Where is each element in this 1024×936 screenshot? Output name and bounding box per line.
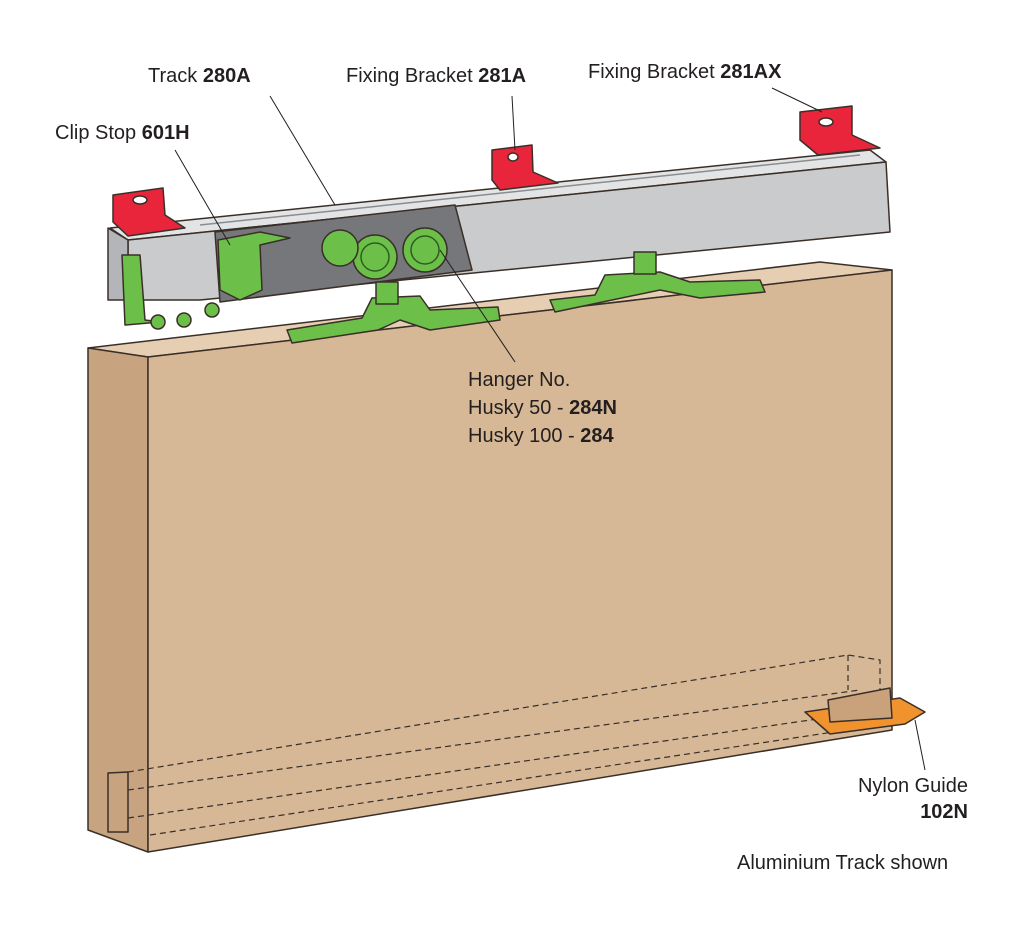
leader-lines <box>174 87 926 771</box>
hidden-groove <box>127 654 881 836</box>
label-fixing-bracket-281ax: Fixing Bracket 281AX <box>588 61 782 83</box>
label-hanger: Hanger No. Husky 50 - 284N Husky 100 - 2… <box>468 369 617 447</box>
hanger-bolt-1 <box>375 281 399 305</box>
bracket-281a <box>491 144 559 191</box>
hanger-bolt-2 <box>633 251 657 275</box>
clip-stop <box>217 231 291 301</box>
hangers <box>121 227 766 344</box>
wheel-1 <box>352 234 398 280</box>
footnote: Aluminium Track shown <box>737 852 949 874</box>
bracket-281ax <box>799 105 881 156</box>
label-nylon-guide: Nylon Guide 102N <box>857 775 968 823</box>
bracket-601-left <box>112 187 186 237</box>
label-track: Track 280A <box>148 65 251 87</box>
hanger-plate-1 <box>286 295 501 344</box>
label-clip-stop: Clip Stop 601H <box>55 122 190 144</box>
floor-channel <box>107 771 129 833</box>
nylon-guide-block <box>827 687 893 723</box>
label-fixing-bracket-281a: Fixing Bracket 281A <box>346 65 527 87</box>
door-front-face <box>147 269 893 853</box>
hanger-plate-2 <box>549 271 766 313</box>
wheel-2 <box>402 227 448 273</box>
